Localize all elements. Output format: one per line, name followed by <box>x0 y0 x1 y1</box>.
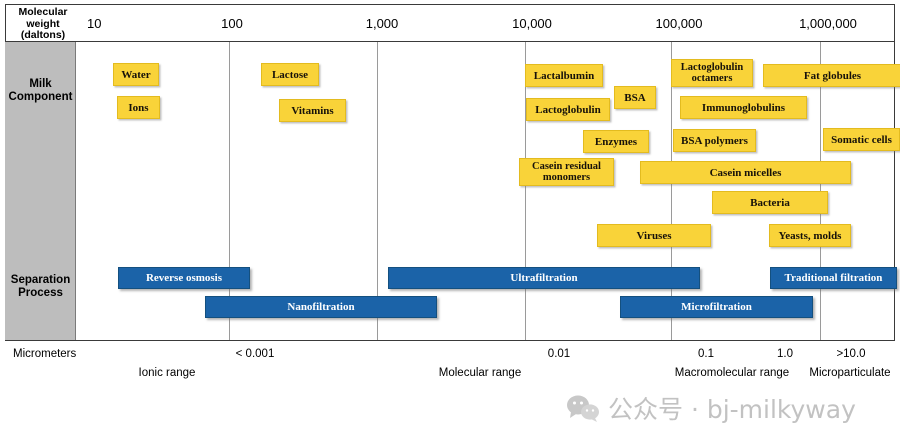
milk-component-box: Ions <box>117 96 160 119</box>
micrometers-tick: < 0.001 <box>235 348 275 360</box>
size-range-label: Ionic range <box>138 367 196 379</box>
separation-process-bar: Reverse osmosis <box>118 267 250 289</box>
wechat-icon <box>567 395 599 422</box>
micrometers-axis-footer: Micrometers < 0.001 0.01 0.1 1.0 >10.0 Ionic… <box>5 340 895 385</box>
sep-label-line-2: Process <box>18 287 63 299</box>
milk-component-box: Lactoglobulin <box>526 98 610 121</box>
milk-component-box: Immunoglobulins <box>680 96 807 119</box>
molecular-weight-axis-title: Molecular weight (daltons) <box>10 6 76 42</box>
mw-title-line-2: weight <box>26 17 60 30</box>
milk-component-box: Water <box>113 63 159 86</box>
milk-component-label: Fat globules <box>803 69 862 82</box>
milk-component-box: Viruses <box>597 224 711 247</box>
milk-component-label: Yeasts, molds <box>778 229 842 242</box>
milk-component-box: Enzymes <box>583 130 649 153</box>
milk-component-label: Water <box>121 68 151 81</box>
gridline <box>671 42 672 340</box>
milk-component-box: Lactose <box>261 63 319 86</box>
size-range-label: Macromolecular range <box>674 367 790 379</box>
milk-component-label: Lactalbumin <box>533 69 595 82</box>
separation-process-bar: Nanofiltration <box>205 296 437 318</box>
milk-label-line-2: Component <box>8 91 73 103</box>
row-label-milk-component: Milk Component <box>5 78 76 104</box>
milk-component-label: Bacteria <box>750 196 790 209</box>
milk-component-label: Enzymes <box>594 135 638 148</box>
milk-component-box: Yeasts, molds <box>769 224 851 247</box>
gridline <box>377 42 378 340</box>
milk-component-label: Casein micelles <box>709 166 782 179</box>
row-label-separation-process: Separation Process <box>5 274 76 300</box>
milk-component-label: BSA <box>624 91 646 104</box>
separation-process-bar: Ultrafiltration <box>388 267 700 289</box>
molecular-weight-tick: 10,000 <box>512 16 552 31</box>
row-label-column: Milk Component Separation Process <box>5 42 76 340</box>
micrometers-tick: 0.1 <box>698 348 714 360</box>
molecular-weight-tick: 100,000 <box>655 16 703 31</box>
milk-component-label: Viruses <box>636 229 672 242</box>
milk-component-box: BSA <box>614 86 656 109</box>
size-range-label: Microparticulate <box>809 367 891 379</box>
molecular-weight-tick: 1,000 <box>365 16 399 31</box>
milk-component-label: Lactose <box>271 68 309 81</box>
milk-component-box: Bacteria <box>712 191 828 214</box>
wechat-watermark: 公众号 · bj-milkyway <box>566 386 856 430</box>
micrometers-tick: 1.0 <box>777 348 793 360</box>
mw-title-line-1: Molecular <box>18 6 68 18</box>
gridline <box>229 42 230 340</box>
gridline <box>525 42 526 340</box>
separation-process-label: Traditional filtration <box>784 272 883 284</box>
molecular-weight-tick: 100 <box>221 16 243 31</box>
milk-component-box: Lactalbumin <box>525 64 603 87</box>
separation-process-label: Nanofiltration <box>287 301 355 313</box>
watermark-text: 公众号 · bj-milkyway <box>608 395 856 424</box>
separation-process-bar: Microfiltration <box>620 296 813 318</box>
milk-component-label: Vitamins <box>291 104 334 117</box>
separation-process-bar: Traditional filtration <box>770 267 897 289</box>
micrometers-tick: 0.01 <box>547 348 571 360</box>
micrometers-tick: >10.0 <box>836 348 866 360</box>
milk-component-box: Casein micelles <box>640 161 851 184</box>
molecular-weight-tick: 1,000,000 <box>799 16 857 31</box>
size-range-label: Molecular range <box>438 367 522 379</box>
milk-component-box: Somatic cells <box>823 128 900 151</box>
separation-process-label: Reverse osmosis <box>145 272 223 284</box>
milk-component-label: Immunoglobulins <box>701 101 786 114</box>
molecular-weight-axis-header: Molecular weight (daltons) 10 100 1,000 10,… <box>5 4 895 42</box>
molecular-weight-tick: 10 <box>87 16 102 31</box>
separation-process-label: Ultrafiltration <box>510 272 578 284</box>
milk-component-label: Somatic cells <box>831 133 892 146</box>
separation-process-label: Microfiltration <box>681 301 752 313</box>
milk-component-box: Vitamins <box>279 99 346 122</box>
micrometers-axis-label: Micrometers <box>13 348 77 360</box>
milk-component-label: Lactoglobulin <box>535 103 601 116</box>
sep-label-line-1: Separation <box>10 274 71 286</box>
milk-component-box: Fat globules <box>763 64 900 87</box>
milk-component-label: BSA polymers <box>681 134 748 147</box>
mw-title-line-3: (daltons) <box>20 29 66 41</box>
milk-component-box: BSA polymers <box>673 129 756 152</box>
milk-component-label: Ions <box>128 101 149 114</box>
milk-label-line-1: Milk <box>29 78 52 90</box>
